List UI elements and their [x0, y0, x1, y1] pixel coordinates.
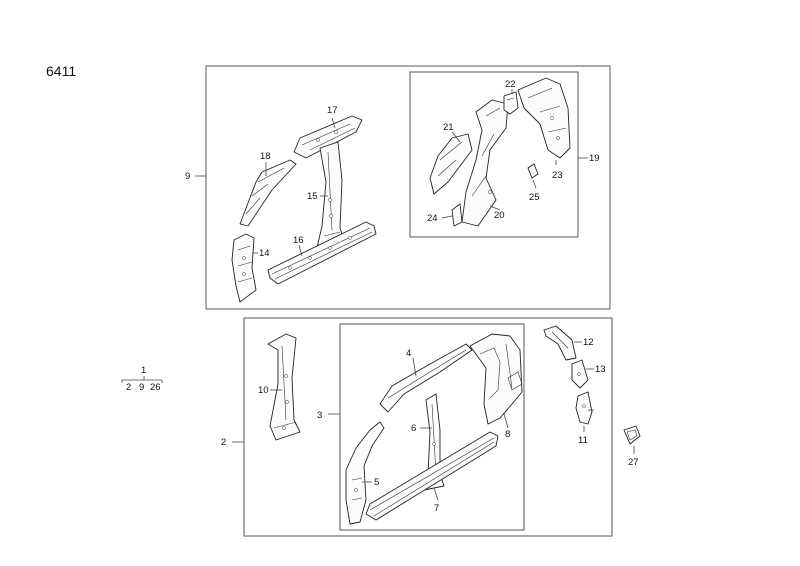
part-23-quarter-inner[interactable]	[517, 77, 571, 159]
part-8-quarter-outer[interactable]	[469, 333, 523, 425]
callout-14[interactable]: 14	[259, 248, 270, 259]
callout-19[interactable]: 19	[589, 153, 600, 164]
callout-12[interactable]: 12	[583, 337, 594, 348]
group-box-2	[243, 317, 613, 537]
callout-27[interactable]: 27	[628, 457, 639, 468]
part-25-clip[interactable]	[527, 163, 539, 179]
part-12-bracket[interactable]	[543, 325, 577, 361]
part-10-inner-pillar[interactable]	[267, 333, 301, 441]
callout-16[interactable]: 16	[293, 235, 304, 246]
group-code: 6411	[46, 63, 76, 79]
callout-13[interactable]: 13	[595, 364, 606, 375]
callout-4[interactable]: 4	[406, 348, 411, 359]
callout-24[interactable]: 24	[427, 213, 438, 224]
callout-22[interactable]: 22	[505, 79, 516, 90]
part-16-sill[interactable]	[267, 221, 377, 285]
callout-23[interactable]: 23	[552, 170, 563, 181]
callout-15[interactable]: 15	[307, 191, 318, 202]
callout-5[interactable]: 5	[374, 477, 379, 488]
group-box-9	[205, 65, 611, 310]
callout-18[interactable]: 18	[260, 151, 271, 162]
callout-25[interactable]: 25	[529, 192, 540, 203]
part-7-side-sill-outer[interactable]	[365, 431, 499, 521]
callout-10[interactable]: 10	[258, 385, 269, 396]
group-box-19	[409, 71, 579, 238]
part-21-wheelhouse-inner[interactable]	[429, 133, 473, 195]
part-20-rear-wheelhouse[interactable]	[461, 99, 509, 227]
assembly-child-2: 26	[150, 382, 161, 393]
callout-17[interactable]: 17	[327, 105, 338, 116]
callout-8[interactable]: 8	[505, 429, 510, 440]
part-13-bracket[interactable]	[571, 359, 589, 389]
part-5-a-pillar-outer[interactable]	[345, 421, 385, 525]
part-15-b-pillar[interactable]	[315, 141, 347, 253]
callout-9[interactable]: 9	[185, 171, 190, 182]
part-14-a-pillar-lower[interactable]	[231, 233, 257, 303]
callout-1[interactable]: 1	[141, 365, 146, 376]
part-18-a-pillar-upper[interactable]	[239, 159, 297, 227]
callout-11[interactable]: 11	[578, 435, 588, 446]
callout-20[interactable]: 20	[494, 210, 505, 221]
part-11-bracket[interactable]	[575, 391, 593, 425]
group-box-3	[339, 323, 525, 531]
part-24-plate[interactable]	[451, 203, 463, 227]
part-17-roof-rail[interactable]	[293, 115, 363, 159]
assembly-legend-1: 1 2 9 26	[121, 365, 163, 393]
part-27-filler-housing[interactable]	[623, 425, 641, 445]
assembly-child-1: 9	[139, 382, 144, 393]
assembly-child-0: 2	[126, 382, 131, 393]
callout-6[interactable]: 6	[411, 423, 416, 434]
part-22-bracket[interactable]	[503, 91, 519, 115]
callout-2[interactable]: 2	[221, 437, 226, 448]
callout-21[interactable]: 21	[443, 122, 454, 133]
callout-3[interactable]: 3	[317, 410, 322, 421]
part-4-roof-side-rail[interactable]	[379, 343, 473, 413]
callout-7[interactable]: 7	[434, 503, 439, 514]
